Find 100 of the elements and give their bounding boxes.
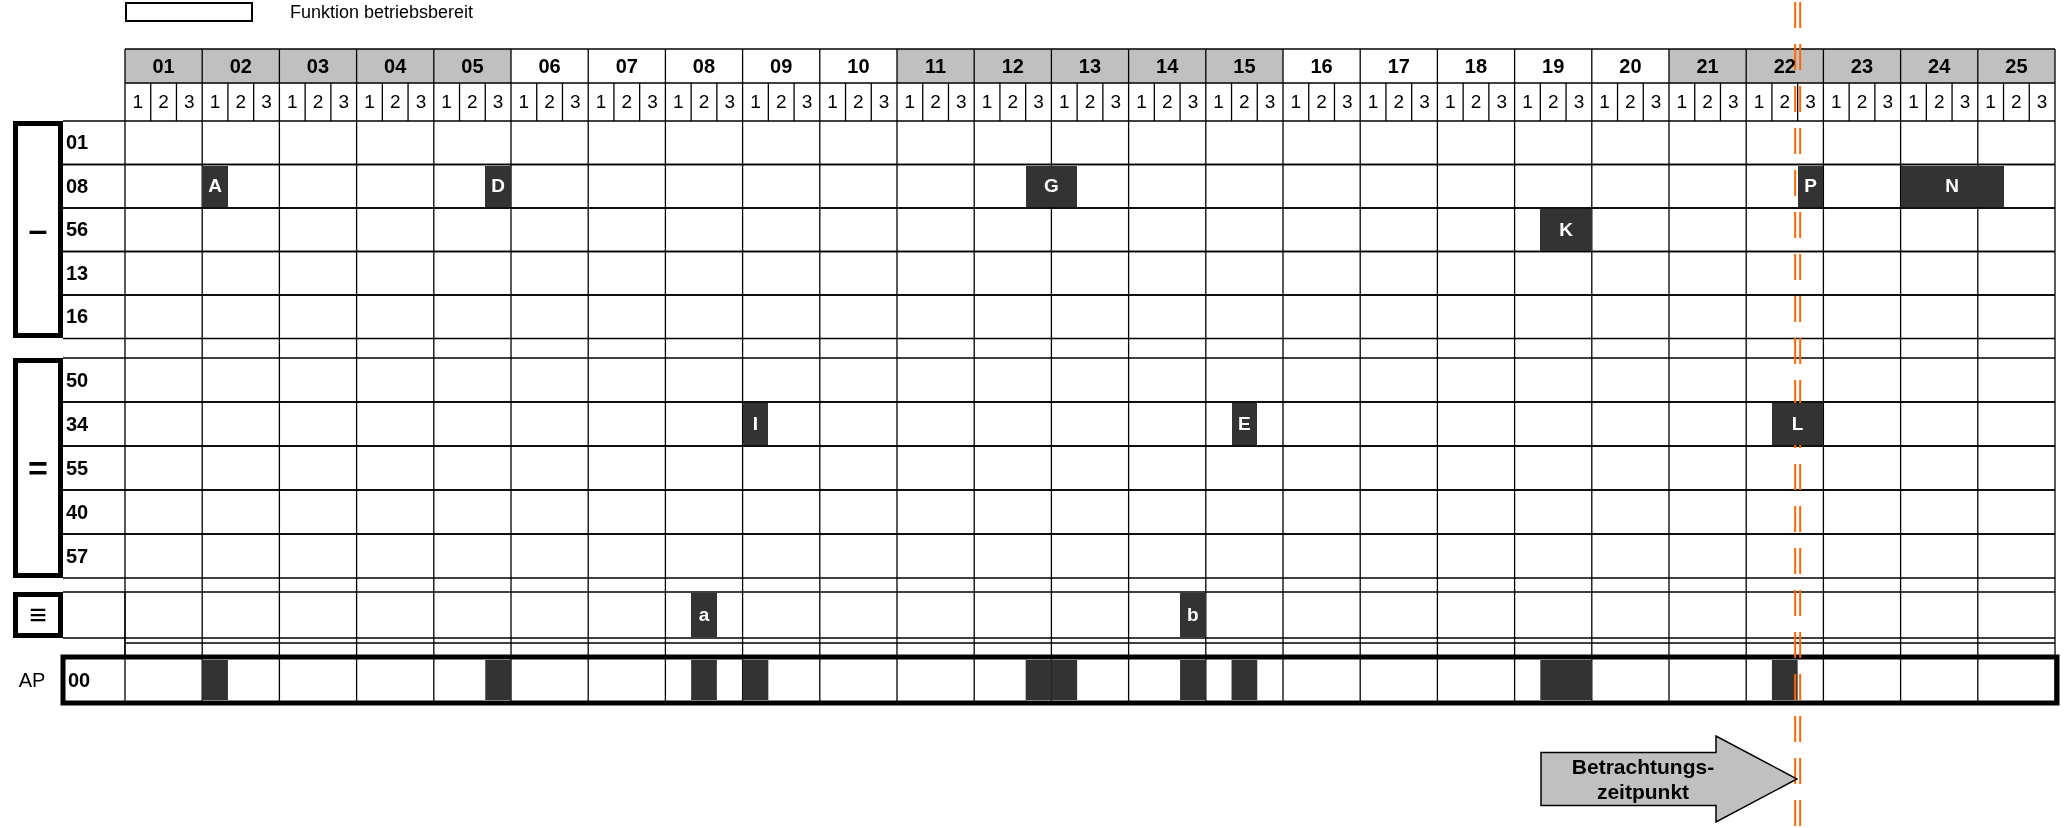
sub-period-label: 2 — [1238, 90, 1251, 114]
event-marker: D — [485, 165, 511, 207]
sub-period-label: 3 — [1186, 90, 1200, 114]
sub-period-label: 1 — [594, 90, 608, 114]
sub-period-label: 1 — [1907, 90, 1920, 114]
month-label: 13 — [1077, 53, 1103, 79]
row-label: 56 — [66, 217, 90, 243]
sub-period-label: 2 — [1701, 90, 1714, 114]
event-marker: A — [202, 165, 228, 207]
sub-period-label: 3 — [183, 90, 196, 114]
sub-period-label: 3 — [1109, 90, 1122, 114]
row-label: AP — [17, 667, 47, 693]
sub-period-label: 1 — [1289, 90, 1303, 114]
sub-period-label: 3 — [260, 90, 273, 114]
sub-period-label: 3 — [1727, 90, 1740, 114]
group-box: – — [13, 121, 63, 338]
sub-period-label: 3 — [1649, 90, 1663, 114]
sub-period-label: 1 — [903, 90, 917, 114]
event-marker: b — [1180, 593, 1206, 637]
event-marker: L — [1771, 403, 1824, 445]
sub-period-label: 2 — [1315, 90, 1328, 114]
sub-period-label: 1 — [1366, 90, 1380, 114]
sub-period-label: 2 — [1469, 90, 1483, 114]
month-label: 10 — [846, 53, 871, 79]
sub-period-label: 2 — [1855, 90, 1869, 114]
sub-period-label: 3 — [1572, 90, 1586, 114]
event-marker: K — [1540, 209, 1592, 251]
sub-period-label: 3 — [1032, 90, 1045, 114]
row-label: 01 — [66, 130, 90, 156]
sub-period-label: 1 — [1675, 90, 1689, 114]
block-arrow — [1540, 735, 1798, 823]
sub-period-label: 3 — [491, 90, 505, 114]
sub-period-label: 2 — [852, 90, 865, 114]
month-label: 08 — [691, 53, 717, 79]
month-label: 21 — [1695, 53, 1720, 79]
month-label: 14 — [1155, 53, 1180, 79]
row-label: 50 — [66, 367, 90, 393]
sub-period-label: 1 — [1598, 90, 1611, 114]
sub-period-label: 1 — [1752, 90, 1766, 114]
sub-period-label: 1 — [749, 90, 762, 114]
sub-period-label: 2 — [929, 90, 942, 114]
row-label: 13 — [66, 260, 90, 286]
row-label: 00 — [68, 667, 92, 693]
month-label: 24 — [1927, 53, 1952, 79]
sub-period-label: 3 — [1804, 90, 1817, 114]
month-label: 16 — [1309, 53, 1334, 79]
sub-period-label: 2 — [1624, 90, 1637, 114]
sub-period-label: 2 — [697, 90, 711, 114]
sub-period-label: 1 — [363, 90, 376, 114]
sub-period-label: 2 — [620, 90, 634, 114]
row-label: 40 — [66, 499, 90, 525]
row-label: 57 — [66, 543, 90, 569]
sub-period-label: 1 — [671, 90, 685, 114]
month-label: 09 — [769, 53, 794, 79]
month-label: 05 — [460, 53, 485, 79]
sub-period-label: 2 — [1083, 90, 1097, 114]
event-marker: G — [1025, 165, 1078, 207]
row-label: 55 — [66, 455, 90, 481]
month-label: 19 — [1541, 53, 1566, 79]
month-label: 01 — [151, 53, 176, 79]
sub-period-label: 2 — [1932, 90, 1946, 114]
group-box: = — [13, 358, 63, 578]
sub-period-label: 2 — [2010, 90, 2023, 114]
sub-period-label: 1 — [1521, 90, 1534, 114]
sub-period-label: 3 — [1341, 90, 1354, 114]
month-label: 02 — [228, 53, 253, 79]
sub-period-label: 1 — [1057, 90, 1071, 114]
sub-period-label: 1 — [1829, 90, 1843, 114]
sub-period-label: 1 — [1443, 90, 1457, 114]
sub-period-label: 1 — [208, 90, 222, 114]
month-label: 18 — [1463, 53, 1489, 79]
sub-period-label: 2 — [1778, 90, 1792, 114]
month-label: 04 — [383, 53, 408, 79]
month-label: 11 — [924, 53, 948, 79]
sub-period-label: 3 — [1495, 90, 1508, 114]
sub-period-label: 3 — [1881, 90, 1894, 114]
sub-period-label: 1 — [131, 90, 145, 114]
sub-period-label: 3 — [1418, 90, 1431, 114]
sub-period-label: 1 — [285, 90, 299, 114]
row-label: 16 — [66, 304, 90, 330]
month-label: 17 — [1386, 53, 1411, 79]
sub-period-label: 3 — [646, 90, 659, 114]
sub-period-label: 2 — [234, 90, 248, 114]
month-label: 03 — [305, 53, 331, 79]
event-marker: P — [1797, 165, 1824, 207]
sub-period-label: 3 — [955, 90, 968, 114]
sub-period-label: 1 — [1135, 90, 1148, 114]
sub-period-label: 2 — [774, 90, 788, 114]
sub-period-label: 3 — [414, 90, 428, 114]
sub-period-label: 3 — [569, 90, 582, 114]
event-marker: N — [1900, 165, 2004, 207]
legend-label: Funktion betriebsbereit — [290, 2, 474, 22]
sub-period-label: 2 — [1160, 90, 1174, 114]
month-label: 20 — [1618, 53, 1643, 79]
month-label: 07 — [614, 53, 639, 79]
sub-period-label: 2 — [388, 90, 402, 114]
sub-period-label: 2 — [157, 90, 170, 114]
month-label: 06 — [537, 53, 562, 79]
event-marker: E — [1231, 403, 1258, 445]
month-label: 23 — [1849, 53, 1875, 79]
